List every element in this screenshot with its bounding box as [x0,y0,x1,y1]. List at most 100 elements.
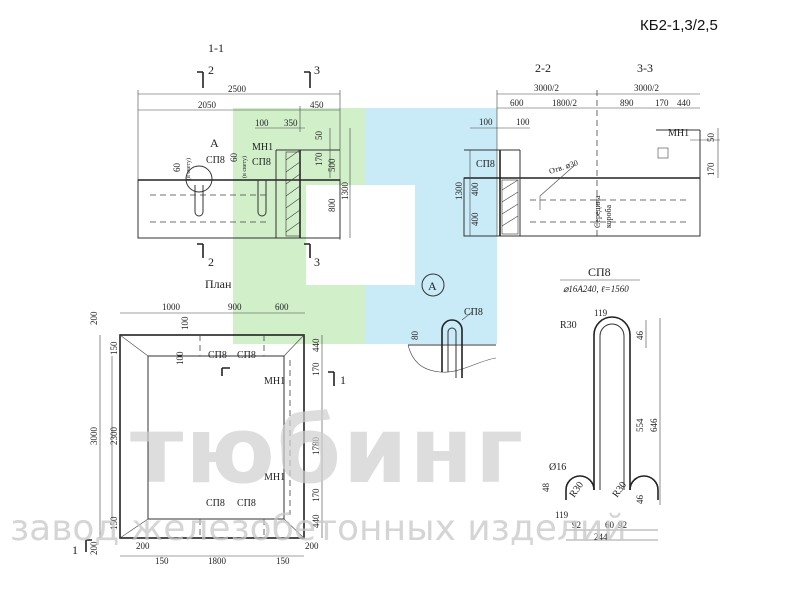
mn1-label-4: МН1 [264,472,285,483]
dim-100-e: 100 [175,351,185,365]
dim-1800: 1800 [208,556,227,566]
dim-150-c: 150 [155,556,169,566]
dim-170-b: 170 [655,98,669,108]
dim-890: 890 [620,98,634,108]
section-3-3-title: 3-3 [637,61,653,75]
sp8-label-5: СП8 [237,350,256,361]
d16-label: Ø16 [549,462,566,473]
watermark-brand: тюбинг [130,397,525,504]
dim-46-b: 46 [635,495,645,505]
dim-2500: 2500 [228,84,247,94]
dim-150-d: 150 [276,556,290,566]
dim-1000: 1000 [162,302,181,312]
mid-box-label-1: Середина [593,195,602,228]
cut-2-bottom: 2 [208,255,214,269]
plan-title: План [205,277,232,291]
dim-50: 50 [314,131,324,141]
hole-label: Отв. ⌀30 [548,158,579,176]
dim-100-d: 100 [180,316,190,330]
dim-2300: 2300 [109,427,119,446]
dim-440-c: 440 [311,514,321,528]
dim-3000: 3000 [89,427,99,446]
node-a-marker: А [210,136,219,150]
dim-1800-2: 1800/2 [552,98,577,108]
sp8-label-6: СП8 [206,498,225,509]
cut-1-right: 1 [340,373,346,387]
dim-900: 900 [228,302,242,312]
drawing-title: КБ2-1,3/2,5 [640,17,718,34]
dim-1780: 1780 [311,437,321,456]
dim-450: 450 [310,100,324,110]
clear-note-1: (в свету) [185,158,192,180]
dim-92-a: 92 [572,520,581,530]
sp8-label-4: СП8 [208,350,227,361]
node-a-circle-label: А [428,279,437,293]
dim-600: 600 [510,98,524,108]
dim-440-b: 440 [311,338,321,352]
sp8-label-node: СП8 [464,307,483,318]
dim-46-a: 46 [635,331,645,341]
dim-150-a: 150 [109,341,119,355]
dim-646: 646 [649,418,659,432]
dim-100-b: 100 [479,117,493,127]
dim-119-a: 119 [594,308,608,318]
watermark-logo [233,108,497,344]
dim-800: 800 [327,198,337,212]
node-a-detail: А СП8 80 [407,273,497,378]
dim-80: 80 [410,331,420,341]
dim-60-b: 60 [229,153,239,163]
dim-400-a: 400 [470,182,480,196]
sp8-label-7: СП8 [237,498,256,509]
dim-1300-b: 1300 [454,182,464,201]
sp8-spec: ⌀16А240, ℓ=1560 [563,284,629,294]
r30-label-1: R30 [560,320,577,331]
dim-554: 554 [635,418,645,432]
dim-244: 244 [594,532,608,542]
sp8-label-1: СП8 [206,155,225,166]
dim-170-c: 170 [706,162,716,176]
dim-200-c: 200 [136,541,150,551]
dim-400-b: 400 [470,212,480,226]
dim-200-b: 200 [89,541,99,555]
dim-48: 48 [541,483,551,493]
dim-440: 440 [677,98,691,108]
dim-60: 60 [172,163,182,173]
dim-100-c: 100 [516,117,530,127]
cut-1-left: 1 [72,543,78,557]
mn1-label-3: МН1 [264,376,285,387]
dim-600-b: 600 [275,302,289,312]
dim-170: 170 [314,152,324,166]
watermark-tagline: завод железобетонных изделий [10,508,627,549]
sp8-label-3: СП8 [476,159,495,170]
section-2-2-title: 2-2 [535,61,551,75]
dim-200-d: 200 [305,541,319,551]
mn1-label-2: МН1 [668,128,689,139]
sp8-bar-detail: СП8 ⌀16А240, ℓ=1560 46 554 646 46 119 11… [541,265,661,542]
mid-box-label-2: короба [604,204,613,228]
dim-100: 100 [255,118,269,128]
dim-1300: 1300 [340,182,350,201]
dim-500: 500 [327,158,337,172]
dim-2050: 2050 [198,100,217,110]
cut-2-top: 2 [208,63,214,77]
plan-view: 1000 900 600 200 150 3000 2300 150 200 1… [72,302,346,566]
section-1-1-title: 1-1 [208,41,224,55]
cut-3-bottom: 3 [314,255,320,269]
dim-3000-2-a: 3000/2 [534,83,559,93]
r30-label-3: R30 [610,480,629,500]
dim-150-b: 150 [109,516,119,530]
sp8-label-2: СП8 [252,157,271,168]
clear-note-2: (в свету) [241,156,248,178]
dim-50-b: 50 [706,133,716,143]
dim-3000-2-b: 3000/2 [634,83,659,93]
r30-label-2: R30 [567,480,586,500]
dim-350: 350 [284,118,298,128]
dim-170-e: 170 [311,488,321,502]
section-1-1: 2500 2050 450 100 350 50 170 500 1300 80… [137,63,351,269]
cut-3-top: 3 [314,63,320,77]
dim-119-b: 119 [555,510,569,520]
dim-60-c: 60 [605,520,615,530]
dim-200-a: 200 [89,311,99,325]
